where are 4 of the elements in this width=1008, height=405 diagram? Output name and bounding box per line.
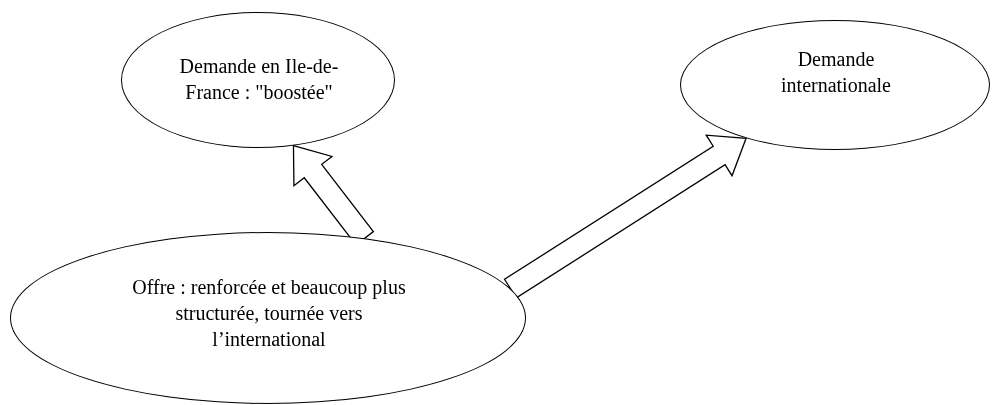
node-text: Demande en Ile-de-France : "boostée" <box>178 54 340 105</box>
node-text: Offre : renforcée et beaucoup plus structurée, tournée vers l’international <box>131 275 407 352</box>
node-text: Demande internationale <box>780 47 892 98</box>
block-arrow <box>503 134 747 299</box>
